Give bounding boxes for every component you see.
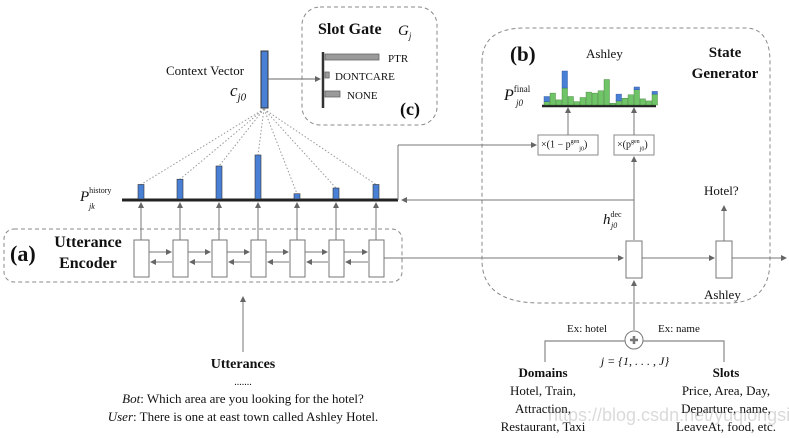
output-word: Ashley bbox=[586, 46, 623, 61]
utterance-user: User: There is one at east town called A… bbox=[107, 409, 379, 424]
final-dist-vocab-bar bbox=[639, 98, 646, 106]
history-symbol: Phistory bbox=[80, 186, 112, 205]
gate-bar-none bbox=[324, 90, 341, 98]
state-generator-box bbox=[481, 27, 771, 304]
final-dist-vocab-bar bbox=[573, 101, 580, 106]
attention-dotted-line bbox=[257, 108, 265, 156]
context-vector-symbol: cj0 bbox=[230, 81, 247, 104]
domain-example: Ex: hotel bbox=[567, 323, 608, 335]
utterances-ellipsis: ....... bbox=[234, 377, 252, 388]
hidden-state-symbol: hdec bbox=[603, 210, 622, 228]
history-attention-bar bbox=[176, 178, 184, 200]
final-dist-vocab-bar bbox=[633, 89, 640, 106]
domains-line-3: Restaurant, Taxi bbox=[500, 419, 586, 434]
final-dist-history-bar bbox=[615, 93, 622, 102]
final-dist-vocab-bar bbox=[585, 91, 592, 106]
gate-option-ptr: PTR bbox=[388, 53, 409, 65]
utterances-title: Utterances bbox=[210, 357, 276, 372]
encoder-cell bbox=[211, 239, 228, 278]
history-attention-bar bbox=[215, 165, 223, 200]
gate-option-dontcare: DONTCARE bbox=[335, 71, 395, 83]
final-dist-vocab-bar bbox=[621, 97, 628, 106]
final-dist-vocab-bar bbox=[579, 97, 586, 106]
slot-gate-title: Slot Gate bbox=[318, 21, 382, 38]
attention-dotted-line bbox=[263, 108, 377, 185]
history-attention-bar bbox=[254, 154, 262, 200]
final-dist-history-bar bbox=[651, 91, 658, 95]
domains-line-1: Hotel, Train, bbox=[509, 383, 577, 398]
final-dist-vocab-bar bbox=[615, 100, 622, 106]
final-dist-vocab-bar bbox=[627, 94, 634, 106]
history-attention-bar bbox=[293, 193, 301, 200]
history-attention-bar bbox=[137, 184, 145, 200]
slots-title: Slots bbox=[712, 365, 740, 380]
final-dist-vocab-bar bbox=[567, 96, 574, 106]
final-dist-subscript: j0 bbox=[516, 98, 524, 108]
context-vector-bar bbox=[260, 50, 269, 109]
slot-gate-label: (c) bbox=[400, 99, 420, 119]
final-dist-vocab-bar bbox=[645, 100, 652, 106]
watermark: https://blog.csdn.net/yuqiongsight bbox=[548, 405, 789, 425]
encoder-cell bbox=[250, 239, 267, 278]
final-dist-vocab-bar bbox=[651, 93, 658, 106]
final-dist-vocab-bar bbox=[603, 79, 610, 106]
next-input-word: Ashley bbox=[704, 287, 741, 302]
final-dist-vocab-bar bbox=[561, 87, 568, 106]
slots-line-3: LeaveAt, food, etc. bbox=[676, 419, 776, 434]
decoder-cell-2 bbox=[715, 240, 733, 279]
encoder-box bbox=[3, 228, 403, 283]
encoder-label: (a) bbox=[10, 241, 36, 266]
slot-gate-box bbox=[301, 6, 438, 126]
gate-left-label: ×(1 − pgenj0) bbox=[541, 139, 588, 153]
state-generator-label: (b) bbox=[510, 42, 536, 66]
index-formula: j = {1, . . . , J} bbox=[600, 354, 670, 368]
slot-gate-symbol: Gj bbox=[398, 23, 412, 41]
encoder-cell bbox=[133, 239, 150, 278]
gate-bar-ptr bbox=[324, 53, 380, 61]
history-subscript: jk bbox=[89, 202, 95, 211]
attention-dotted-line bbox=[140, 108, 265, 185]
hidden-state-subscript: j0 bbox=[611, 221, 618, 230]
encoder-cell bbox=[368, 239, 385, 278]
final-dist-history-bar bbox=[633, 86, 640, 90]
state-generator-title-1: State bbox=[708, 45, 742, 61]
gate-bar-dontcare bbox=[324, 71, 330, 79]
encoder-cell bbox=[172, 239, 189, 278]
final-dist-vocab-bar bbox=[591, 92, 598, 106]
history-attention-bar bbox=[372, 184, 380, 200]
gate-right-label: ×(pgenj0) bbox=[617, 139, 648, 153]
next-output-word: Hotel? bbox=[704, 183, 739, 198]
decoder-cell-1 bbox=[625, 240, 643, 279]
slots-line-2: Departure, name, bbox=[681, 401, 771, 416]
slot-example: Ex: name bbox=[658, 323, 700, 335]
final-dist-history-bar bbox=[561, 70, 568, 89]
final-dist-vocab-bar bbox=[597, 90, 604, 106]
slots-line-1: Price, Area, Day, bbox=[681, 383, 771, 398]
attention-dotted-line bbox=[263, 108, 337, 189]
domains-line-2: Attraction, bbox=[515, 401, 571, 416]
attention-dotted-line bbox=[263, 108, 298, 194]
context-vector-label: Context Vector bbox=[166, 63, 245, 78]
encoder-cell bbox=[289, 239, 306, 278]
gate-option-none: NONE bbox=[347, 90, 378, 102]
attention-dotted-line bbox=[179, 108, 265, 180]
encoder-title-1: Utterance bbox=[54, 234, 122, 251]
final-dist-vocab-bar bbox=[555, 99, 562, 106]
encoder-cell bbox=[328, 239, 345, 278]
history-attention-bar bbox=[332, 187, 340, 200]
final-dist-symbol: Pfinal bbox=[504, 84, 531, 104]
domains-title: Domains bbox=[518, 365, 568, 380]
final-dist-vocab-bar bbox=[609, 103, 616, 106]
attention-dotted-line bbox=[218, 108, 265, 167]
encoder-title-2: Encoder bbox=[59, 255, 117, 272]
final-dist-vocab-bar bbox=[543, 101, 550, 106]
utterance-bot: Bot: Which area are you looking for the … bbox=[122, 391, 364, 406]
final-dist-history-bar bbox=[543, 96, 550, 102]
state-generator-title-2: Generator bbox=[691, 66, 759, 82]
final-dist-vocab-bar bbox=[549, 92, 556, 106]
